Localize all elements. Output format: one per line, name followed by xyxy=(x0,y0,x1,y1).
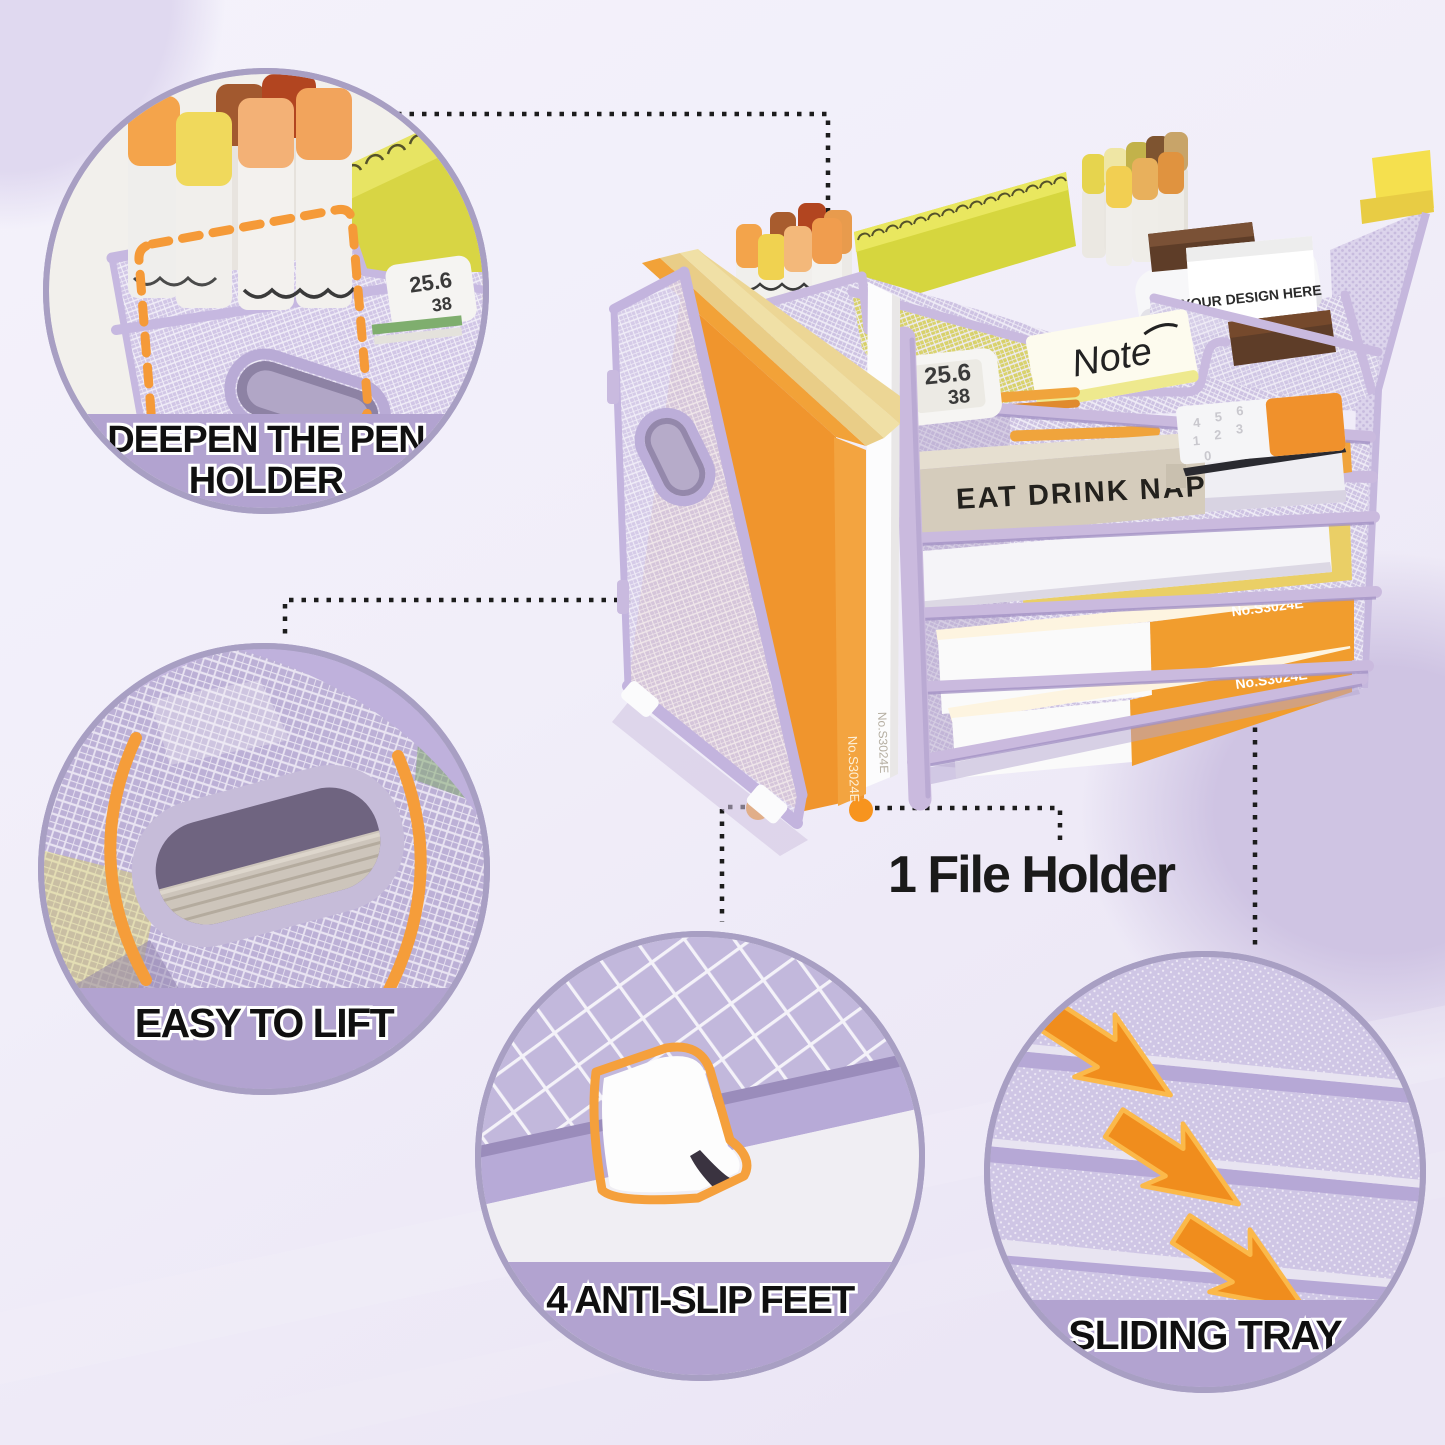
svg-text:SLIDING TRAY: SLIDING TRAY xyxy=(1068,1312,1342,1358)
svg-text:6: 6 xyxy=(1236,403,1245,419)
svg-text:DEEPEN THE PEN: DEEPEN THE PEN xyxy=(107,419,425,461)
svg-text:No.S3024E: No.S3024E xyxy=(875,712,891,774)
svg-text:4 ANTI-SLIP FEET: 4 ANTI-SLIP FEET xyxy=(546,1279,855,1322)
svg-text:38: 38 xyxy=(431,293,454,316)
svg-text:1 File Holder: 1 File Holder xyxy=(888,846,1176,904)
svg-text:2: 2 xyxy=(1214,427,1223,443)
svg-text:5: 5 xyxy=(1214,409,1223,425)
svg-text:25.6: 25.6 xyxy=(408,267,454,298)
svg-text:1: 1 xyxy=(1192,433,1201,449)
svg-text:No.S3024E: No.S3024E xyxy=(845,736,862,803)
svg-text:3: 3 xyxy=(1235,421,1244,437)
svg-text:25.6: 25.6 xyxy=(923,359,972,391)
svg-text:EASY TO LIFT: EASY TO LIFT xyxy=(135,1000,395,1046)
svg-text:4: 4 xyxy=(1192,415,1201,431)
svg-text:HOLDER: HOLDER xyxy=(189,460,344,502)
svg-text:0: 0 xyxy=(1203,448,1212,464)
svg-text:38: 38 xyxy=(947,385,971,409)
